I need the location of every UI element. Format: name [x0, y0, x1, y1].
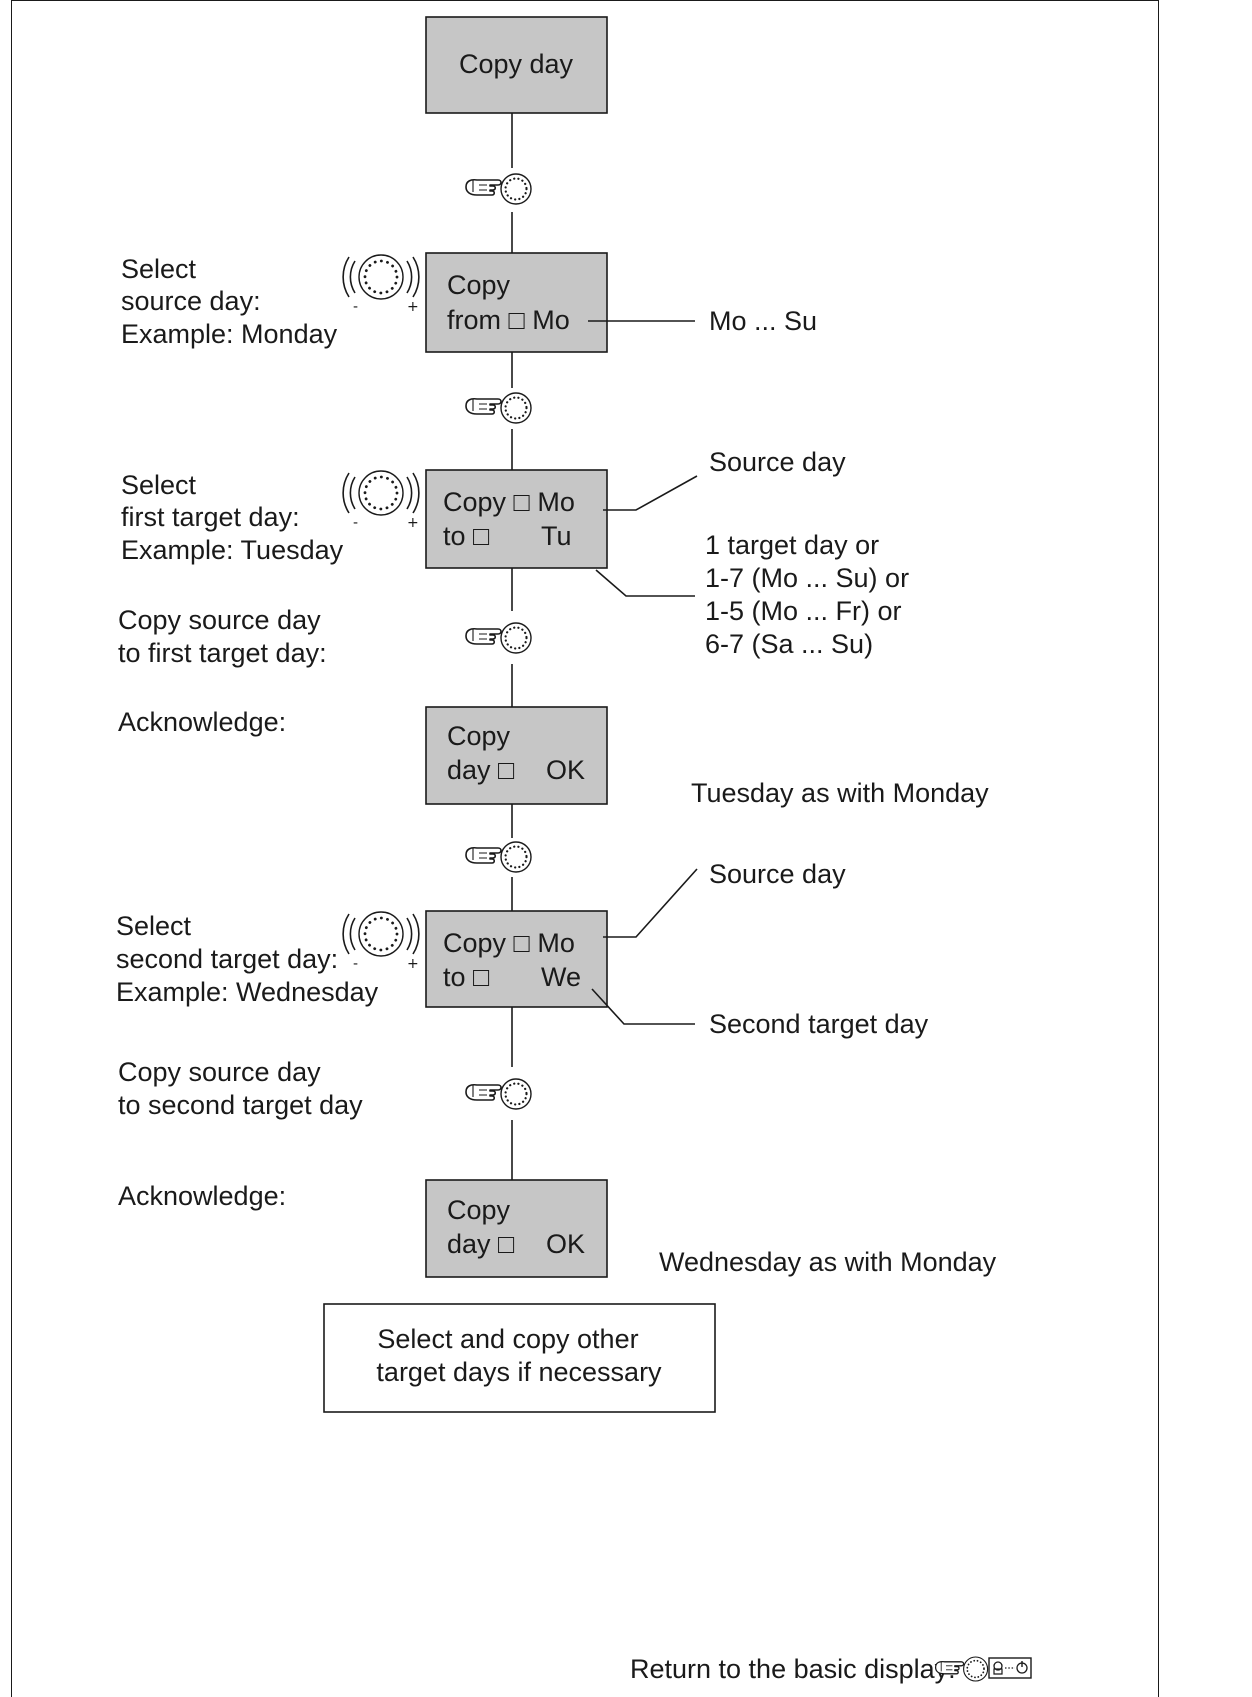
note-source-day: Source day: [709, 447, 846, 477]
note-second-target: Second target day: [709, 1009, 929, 1039]
display-line2-day: Tu: [541, 521, 572, 551]
display-line2-left: day □: [447, 1229, 515, 1259]
display-source-day: [425, 252, 608, 353]
press-dial-icon: [464, 621, 533, 655]
display-first-target: [425, 469, 608, 569]
note-tuesday: Tuesday as with Monday: [691, 778, 989, 808]
display-line1: Copy □ Mo: [443, 928, 575, 958]
rotary-dial-icon: [341, 910, 421, 974]
rotary-dial-icon: [341, 469, 421, 533]
step4-instruction-line3: Example: Wednesday: [116, 977, 379, 1007]
display-line1: Copy: [447, 721, 511, 751]
leader-line: [591, 988, 695, 1025]
note-targets-line3: 1-5 (Mo ... Fr) or: [705, 596, 902, 626]
final-note-line2: target days if necessary: [376, 1357, 662, 1387]
step4-instruction-line2: second target day:: [116, 944, 338, 974]
display-line2: from □ Mo: [447, 305, 570, 335]
key-symbol-icon: [988, 1657, 1032, 1679]
leader-line: [603, 475, 698, 511]
display-line2-ok: OK: [546, 755, 585, 785]
footer-return-text: Return to the basic display:: [630, 1654, 956, 1684]
note-targets-line4: 6-7 (Sa ... Su): [705, 629, 873, 659]
press-dial-icon: [464, 172, 533, 206]
display-line1: Copy: [447, 270, 511, 300]
note-source-day: Source day: [709, 859, 846, 889]
step4-instruction-line1: Select: [116, 911, 192, 941]
display-line2-left: day □: [447, 755, 515, 785]
step3-instruction-line1: Copy source day: [118, 605, 321, 635]
display-line1: Copy: [447, 1195, 511, 1225]
display-line2-ok: OK: [546, 1229, 585, 1259]
step2-instruction-line2: first target day:: [121, 502, 300, 532]
press-dial-icon: [464, 1077, 533, 1111]
note-mo-su: Mo ... Su: [709, 306, 817, 336]
note-wednesday: Wednesday as with Monday: [659, 1247, 997, 1277]
display-ok: [425, 706, 608, 805]
ack1-label: Acknowledge:: [118, 707, 286, 737]
step1-instruction-line1: Select: [121, 254, 197, 284]
note-targets-line2: 1-7 (Mo ... Su) or: [705, 563, 909, 593]
display-line2-left: to □: [443, 521, 490, 551]
display-second-target: [425, 910, 608, 1008]
final-note-line1: Select and copy other: [377, 1324, 638, 1354]
step1-instruction-line2: source day:: [121, 286, 261, 316]
step5-instruction-line1: Copy source day: [118, 1057, 321, 1087]
press-dial-icon: [464, 391, 533, 425]
display-line1: Copy □ Mo: [443, 487, 575, 517]
step2-instruction-line1: Select: [121, 470, 197, 500]
display-line2-day: We: [541, 962, 581, 992]
title-box-label: Copy day: [459, 49, 574, 79]
step3-instruction-line2: to first target day:: [118, 638, 327, 668]
final-note-box: [323, 1303, 716, 1413]
press-dial-icon: [464, 840, 533, 874]
step2-instruction-line3: Example: Tuesday: [121, 535, 344, 565]
leader-line: [603, 868, 698, 938]
rotary-dial-icon: [341, 253, 421, 317]
leader-line: [595, 569, 695, 597]
title-box: [425, 16, 608, 114]
step1-instruction-line3: Example: Monday: [121, 319, 338, 349]
note-targets-line1: 1 target day or: [705, 530, 879, 560]
display-line2-left: to □: [443, 962, 490, 992]
display-ok: [425, 1179, 608, 1278]
page-frame: [11, 0, 1159, 1697]
step5-instruction-line2: to second target day: [118, 1090, 363, 1120]
ack2-label: Acknowledge:: [118, 1181, 286, 1211]
